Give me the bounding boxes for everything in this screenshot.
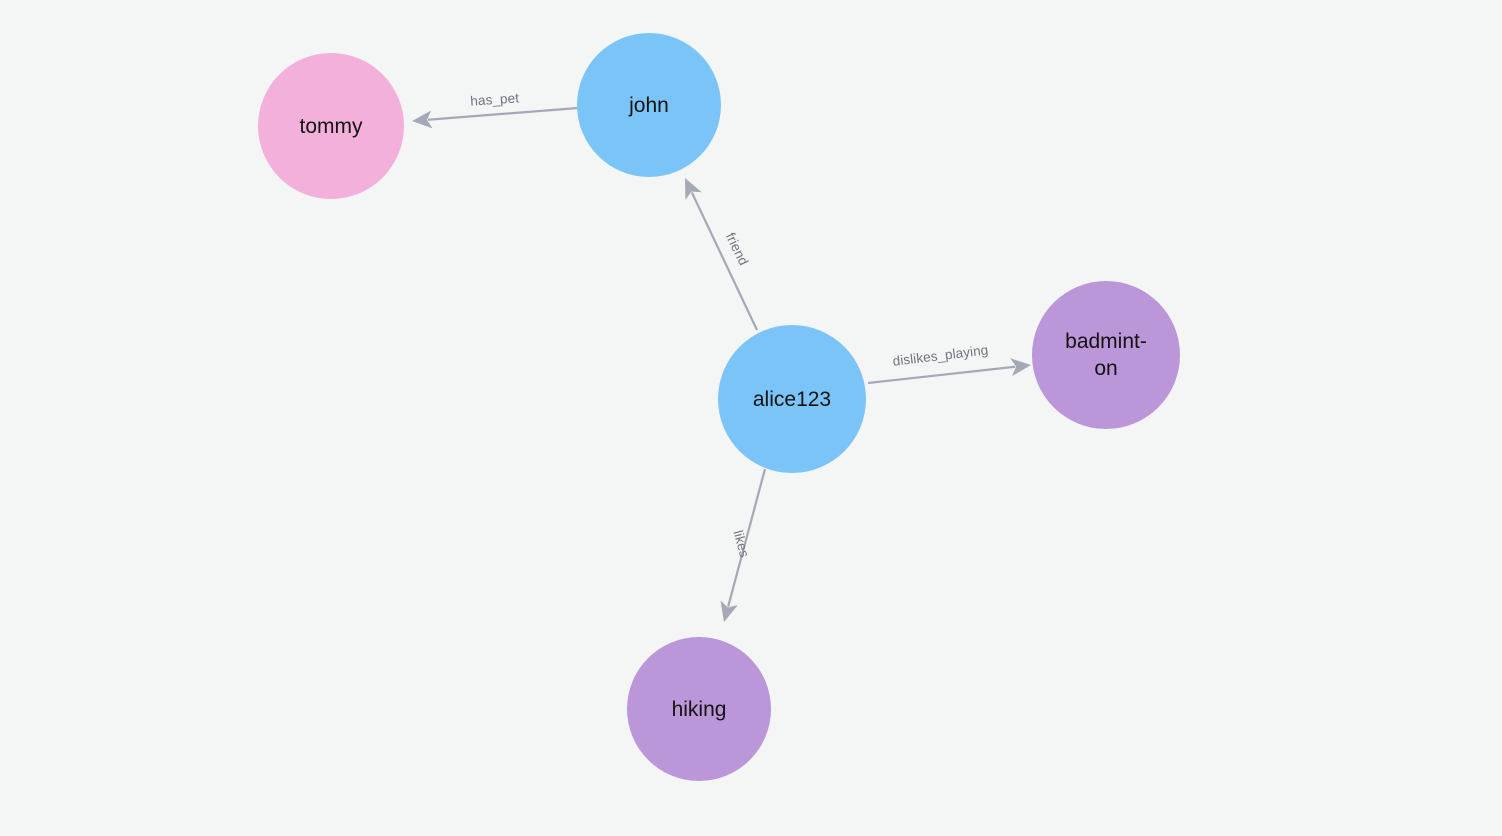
node-label: badmint-on (1065, 330, 1147, 380)
graph-node-john[interactable]: john (577, 33, 721, 177)
edge-label: has_pet (470, 90, 520, 108)
graph-node-badminton[interactable]: badmint-on (1032, 281, 1180, 429)
edge-line (727, 468, 767, 607)
graph-node-tommy[interactable]: tommy (258, 53, 404, 199)
graph-edge[interactable]: likes (720, 468, 767, 622)
node-label: tommy (299, 114, 363, 138)
edge-arrowhead-icon (720, 600, 738, 622)
graph-edge[interactable]: has_pet (412, 90, 579, 129)
edge-label: likes (731, 529, 753, 560)
edge-label: dislikes_playing (892, 342, 989, 369)
node-label: alice123 (752, 387, 832, 411)
graph-edge[interactable]: dislikes_playing (867, 342, 1031, 385)
edge-label: friend (723, 230, 752, 267)
graph-node-alice123[interactable]: alice123 (718, 325, 866, 473)
node-label: john (629, 93, 669, 117)
edge-arrowhead-icon (685, 178, 702, 200)
node-label: hiking (671, 697, 727, 721)
edge-arrowhead-icon (1010, 358, 1031, 377)
edge-line (867, 365, 1016, 385)
edge-arrowhead-icon (412, 110, 433, 129)
edge-line (427, 106, 579, 121)
graph-node-hiking[interactable]: hiking (627, 637, 771, 781)
graph-edge[interactable]: friend (685, 178, 758, 331)
edge-line (690, 191, 758, 331)
